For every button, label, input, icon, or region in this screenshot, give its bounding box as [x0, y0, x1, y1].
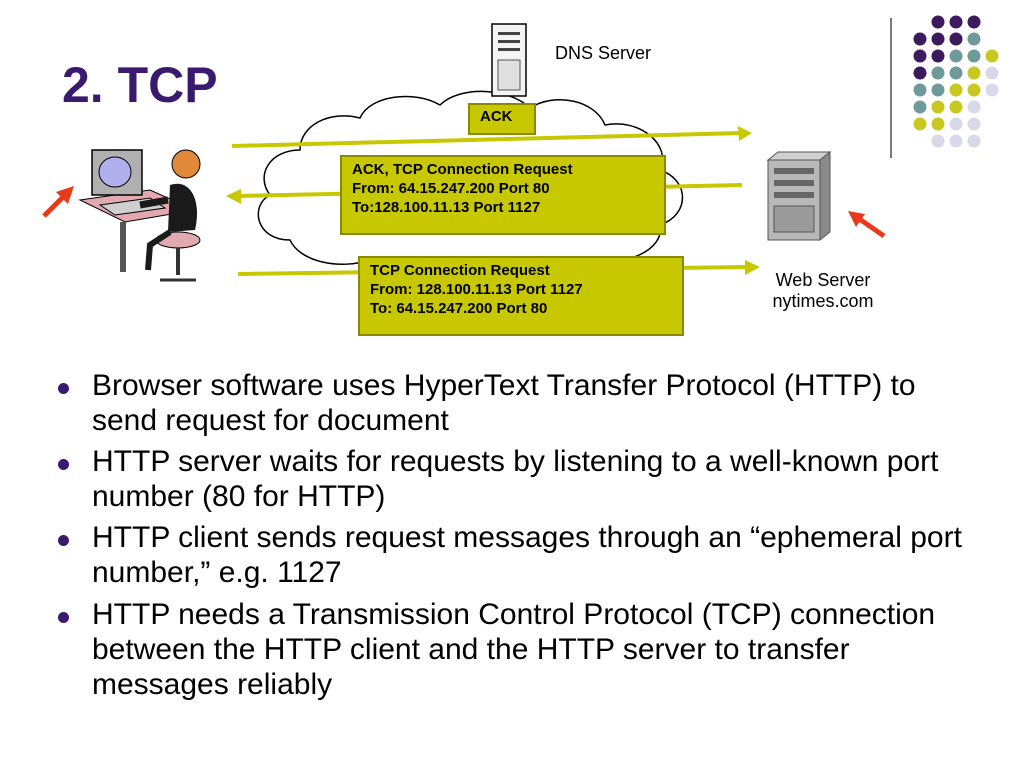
web-server-label-line1: Web Server: [775, 270, 871, 290]
decorative-divider-line: [890, 18, 892, 158]
decorative-dot: [913, 117, 927, 131]
bullet-item: HTTP server waits for requests by listen…: [56, 444, 976, 514]
decorative-dot: [949, 49, 963, 63]
decorative-dot: [931, 83, 945, 97]
request-line3: To: 64.15.247.200 Port 80: [370, 299, 548, 317]
decorative-dot: [913, 66, 927, 80]
user-at-computer-icon: [78, 149, 201, 282]
ack-request-line2: From: 64.15.247.200 Port 80: [352, 179, 550, 197]
bullet-dot-icon: [58, 535, 69, 547]
web-server-icon: [766, 150, 832, 242]
ack-message-box: ACK: [468, 103, 536, 135]
decorative-dot: [913, 83, 927, 97]
decorative-dot: [949, 83, 963, 97]
decorative-dot: [949, 117, 963, 131]
decorative-dot: [913, 49, 927, 63]
decorative-dot: [967, 32, 981, 46]
decorative-dot: [931, 100, 945, 114]
bullet-item: Browser software uses HyperText Transfer…: [56, 368, 976, 438]
bullet-text: Browser software uses HyperText Transfer…: [92, 369, 916, 438]
bullet-dot-icon: [58, 459, 69, 471]
decorative-dot: [931, 15, 945, 29]
ack-request-line3: To:128.100.11.13 Port 1127: [352, 198, 541, 216]
red-arrow-icon: [848, 211, 886, 239]
decorative-dot: [949, 32, 963, 46]
ack-request-line1: ACK, TCP Connection Request: [352, 161, 573, 178]
bullet-item: HTTP client sends request messages throu…: [56, 520, 976, 590]
decorative-dot: [931, 134, 945, 148]
decorative-dot: [985, 66, 999, 80]
page-title: 2. TCP: [62, 57, 218, 113]
red-arrow-icon: [42, 186, 74, 218]
decorative-dot: [967, 83, 981, 97]
web-server-label-line2: nytimes.com: [772, 290, 874, 311]
request-line2: From: 128.100.11.13 Port 1127: [370, 280, 583, 298]
decorative-dot: [967, 66, 981, 80]
bullet-text: HTTP server waits for requests by listen…: [92, 445, 939, 514]
decorative-dot: [985, 49, 999, 63]
ack-request-message-box: ACK, TCP Connection Request From: 64.15.…: [340, 155, 666, 235]
decorative-dot: [967, 15, 981, 29]
dns-server-icon: [491, 23, 527, 97]
decorative-dot: [985, 83, 999, 97]
request-message-box: TCP Connection Request From: 128.100.11.…: [358, 256, 684, 336]
decorative-dot: [931, 66, 945, 80]
ack-arrow: [231, 126, 752, 148]
decorative-dot: [949, 134, 963, 148]
decorative-dot: [949, 66, 963, 80]
decorative-dot: [967, 117, 981, 131]
decorative-dot: [949, 15, 963, 29]
bullet-text: HTTP needs a Transmission Control Protoc…: [92, 597, 936, 701]
decorative-dot: [967, 134, 981, 148]
decorative-dot: [967, 49, 981, 63]
bullet-item: HTTP needs a Transmission Control Protoc…: [56, 597, 976, 702]
bullet-text: HTTP client sends request messages throu…: [92, 521, 962, 590]
bullet-dot-icon: [58, 611, 69, 623]
decorative-dot: [967, 100, 981, 114]
decorative-dot: [931, 49, 945, 63]
decorative-dot: [913, 100, 927, 114]
decorative-dot-grid: [913, 15, 999, 148]
decorative-dot: [913, 32, 927, 46]
bullet-dot-icon: [58, 383, 69, 394]
dns-server-label: DNS Server: [555, 43, 652, 63]
request-line1: TCP Connection Request: [370, 262, 550, 279]
ack-label: ACK: [480, 108, 513, 125]
decorative-dot: [931, 32, 945, 46]
decorative-dot: [931, 117, 945, 131]
bullet-list: Browser software uses HyperText Transfer…: [56, 368, 976, 708]
decorative-dot: [949, 100, 963, 114]
web-server-label: Web Server nytimes.com: [764, 270, 882, 311]
